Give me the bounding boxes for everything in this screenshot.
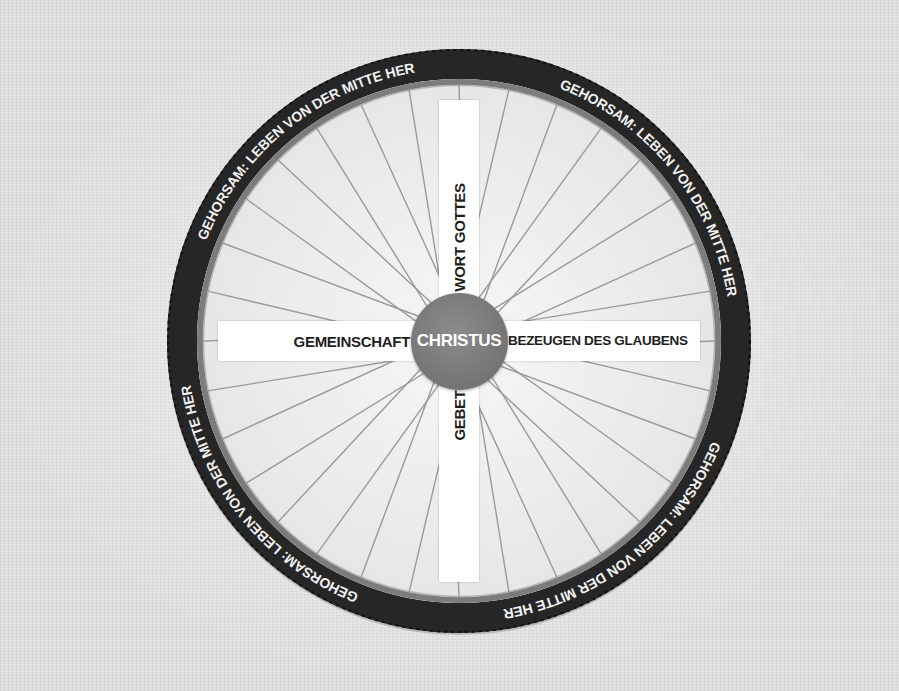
- wheel-inner: [197, 79, 721, 603]
- spoke: [484, 348, 672, 483]
- rim-edge: [204, 86, 715, 597]
- spoke: [223, 243, 440, 324]
- spoke-band: BEZEUGEN DES GLAUBENS: [500, 321, 700, 361]
- band-label: WORT GOTTES: [452, 184, 467, 292]
- spoke: [479, 358, 696, 439]
- spoke: [361, 361, 442, 578]
- band-label: BEZEUGEN DES GLAUBENS: [508, 334, 688, 348]
- spoke: [246, 199, 434, 334]
- spoke: [476, 105, 557, 322]
- hub-circle: CHRISTUS: [411, 293, 508, 390]
- band-label: GEBET: [452, 390, 467, 440]
- tire-label: GEHORSAM: LEBEN VON DER MITTE HER: [502, 440, 724, 622]
- spoke: [317, 366, 452, 554]
- spoke-band: GEBET: [439, 382, 479, 582]
- rim: [200, 82, 718, 600]
- tire-label: GEHORSAM: LEBEN VON DER MITTE HER: [558, 76, 740, 298]
- band-label: GEMEINSCHAFT: [294, 334, 410, 349]
- center-label: CHRISTUS: [417, 331, 502, 351]
- tire-label-text: GEHORSAM: LEBEN VON DER MITTE HER: [558, 76, 740, 298]
- spoke-band: GEMEINSCHAFT: [218, 321, 418, 361]
- tire-label: GEHORSAM: LEBEN VON DER MITTE HER: [194, 60, 416, 242]
- spoke: [466, 128, 601, 316]
- tire-label-text: GEHORSAM: LEBEN VON DER MITTE HER: [194, 60, 416, 242]
- spokes: [203, 85, 715, 597]
- tire-tread: [168, 50, 750, 632]
- wheel-shadow: [167, 51, 751, 635]
- spoke-band: WORT GOTTES: [439, 100, 479, 300]
- tire-label-text: GEHORSAM: LEBEN VON DER MITTE HER: [502, 440, 724, 622]
- tire-label-text: GEHORSAM: LEBEN VON DER MITTE HER: [178, 384, 360, 606]
- tire-label: GEHORSAM: LEBEN VON DER MITTE HER: [178, 384, 360, 606]
